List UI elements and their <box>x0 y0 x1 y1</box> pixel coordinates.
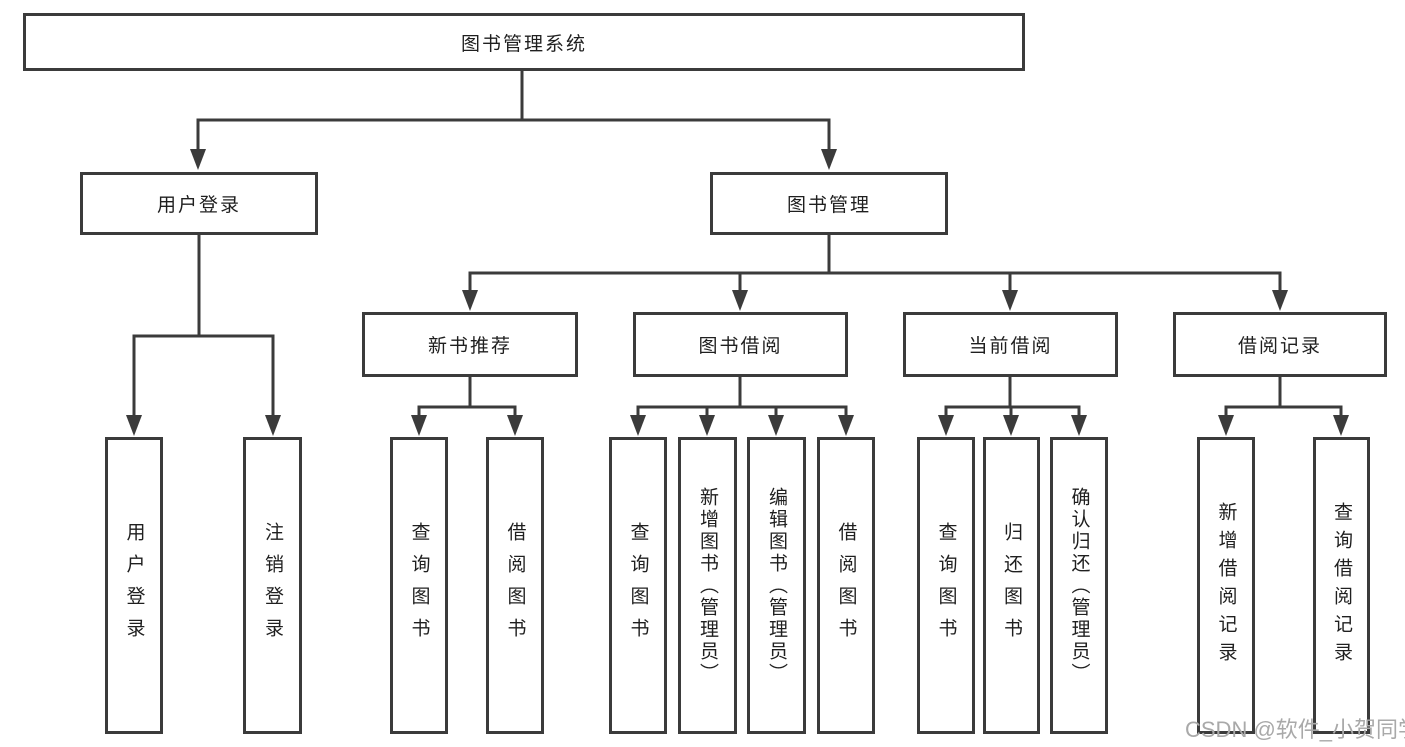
leaf-label: 新增借阅记录 <box>1215 501 1237 670</box>
leaf-label: 查询图书 <box>935 521 957 650</box>
leaf-query-books: 查询图书 <box>390 437 448 734</box>
leaf-label: 查询借阅记录 <box>1331 501 1352 670</box>
node-borrow-records: 借阅记录 <box>1173 312 1387 377</box>
leaf-label: 查询图书 <box>408 521 430 650</box>
leaf-label: 注销登录 <box>262 521 283 650</box>
leaf-label: 新增图书（管理员） <box>697 486 718 685</box>
node-label: 借阅记录 <box>1237 336 1322 357</box>
arrowhead-icons <box>126 149 1349 436</box>
leaf-query-books: 查询图书 <box>917 437 975 734</box>
leaf-label: 确认归还（管理员） <box>1068 486 1090 685</box>
csdn-watermark: CSDN @软件_小贺同学 <box>1185 717 1405 742</box>
leaf-query-borrow-record: 查询借阅记录 <box>1313 437 1370 734</box>
node-library-management-system: 图书管理系统 <box>23 13 1025 71</box>
leaf-query-books: 查询图书 <box>609 437 667 734</box>
node-book-borrow: 图书借阅 <box>633 312 848 377</box>
leaf-borrow-books: 借阅图书 <box>486 437 544 734</box>
leaf-add-books-admin: 新增图书（管理员） <box>678 437 737 734</box>
node-label: 图书借阅 <box>698 336 783 357</box>
node-user-login: 用户登录 <box>80 172 318 235</box>
leaf-edit-books-admin: 编辑图书（管理员） <box>747 437 806 734</box>
leaf-label: 借阅图书 <box>504 521 526 650</box>
leaf-add-borrow-record: 新增借阅记录 <box>1197 437 1255 734</box>
leaf-label: 查询图书 <box>627 521 649 650</box>
leaf-user-login: 用户登录 <box>105 437 163 734</box>
node-label: 图书管理系统 <box>460 33 587 55</box>
node-new-book-recommend: 新书推荐 <box>362 312 578 377</box>
leaf-confirm-return-admin: 确认归还（管理员） <box>1050 437 1108 734</box>
leaf-label: 用户登录 <box>123 521 145 650</box>
leaf-label: 编辑图书（管理员） <box>766 486 787 685</box>
node-label: 新书推荐 <box>427 336 512 357</box>
node-label: 用户登录 <box>156 195 241 216</box>
leaf-label: 借阅图书 <box>835 521 857 650</box>
leaf-borrow-books: 借阅图书 <box>817 437 875 734</box>
leaf-label: 归还图书 <box>1001 521 1022 650</box>
node-label: 当前借阅 <box>968 336 1053 357</box>
node-label: 图书管理 <box>786 195 871 216</box>
node-current-borrow: 当前借阅 <box>903 312 1118 377</box>
leaf-return-books: 归还图书 <box>983 437 1040 734</box>
leaf-logout: 注销登录 <box>243 437 302 734</box>
node-book-management: 图书管理 <box>710 172 948 235</box>
